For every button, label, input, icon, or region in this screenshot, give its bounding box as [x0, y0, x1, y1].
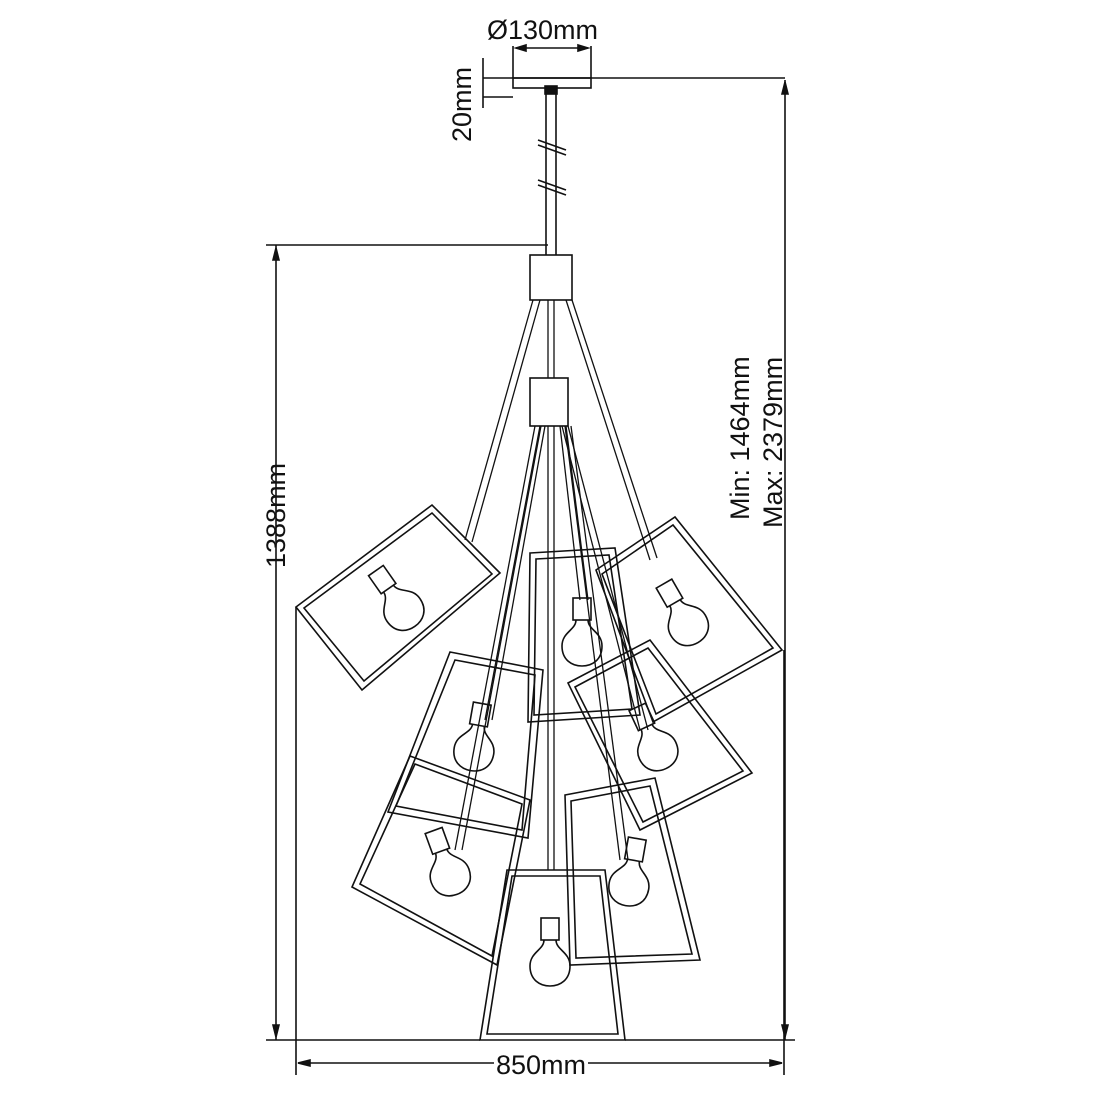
bulb-icon: [424, 826, 472, 897]
min-height-label: Min: 1464mm: [725, 356, 755, 520]
bulb-icon: [561, 597, 603, 667]
bulb-icon: [367, 564, 425, 632]
lamp-shades: [294, 503, 784, 1041]
bulb-icon: [529, 917, 571, 987]
canopy-diameter-dimension: [512, 43, 592, 78]
bulb-icon: [655, 578, 710, 647]
max-height-label: Max: 2379mm: [758, 356, 788, 528]
height-dimension-line: [266, 244, 548, 1041]
bulb-icon: [608, 836, 650, 907]
light-bulbs: [367, 564, 710, 987]
support-arms: [454, 299, 658, 870]
width-label: 850mm: [494, 1050, 589, 1080]
suspension-rod: [537, 94, 567, 255]
bulb-icon: [453, 701, 495, 772]
lower-hub: [529, 377, 569, 427]
upper-hub: [529, 254, 573, 301]
fixture-height-label: 1388mm: [261, 462, 291, 568]
bulb-icon: [628, 702, 679, 772]
canopy-height-label: 20mm: [447, 66, 477, 142]
canopy-diameter-label: Ø130mm: [487, 15, 599, 45]
canopy-height-dimension: [482, 58, 513, 108]
ceiling-canopy: [483, 77, 785, 95]
